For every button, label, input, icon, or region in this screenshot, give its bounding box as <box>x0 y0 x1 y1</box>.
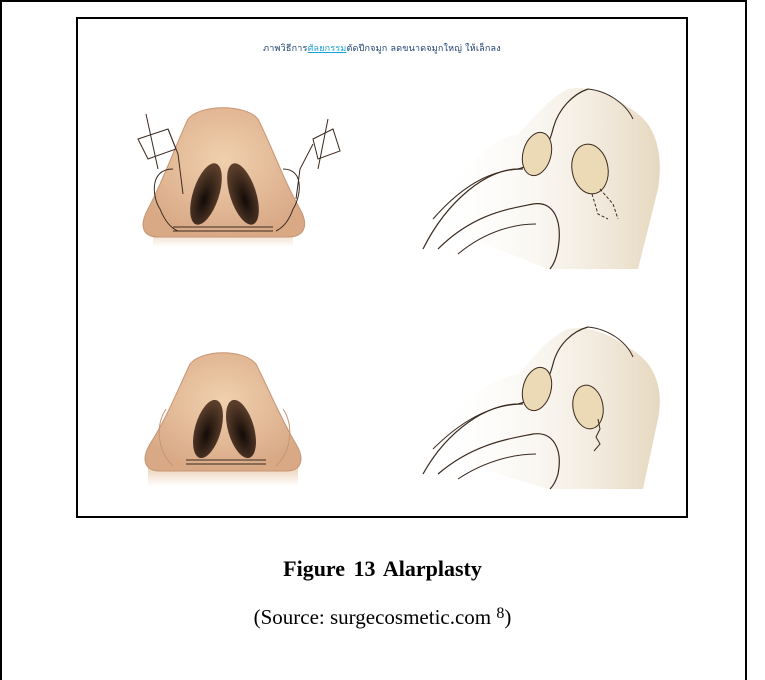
nose-front-before <box>138 108 340 247</box>
figure-source: (Source: surgecosmetic.com 8) <box>0 605 765 630</box>
nose-side-after <box>423 327 660 489</box>
nose-front-after <box>145 353 301 486</box>
source-close: ) <box>504 605 511 629</box>
source-text: (Source: surgecosmetic.com <box>254 605 497 629</box>
reference-number: 8 <box>496 605 504 622</box>
alarplasty-illustration <box>78 19 686 516</box>
nose-side-before <box>423 88 660 269</box>
figure-frame: ภาพวิธีการศัลยกรรมตัดปีกจมูก ลดขนาดจมูกใ… <box>76 17 688 518</box>
figure-caption: Figure 13 Alarplasty <box>0 556 765 582</box>
